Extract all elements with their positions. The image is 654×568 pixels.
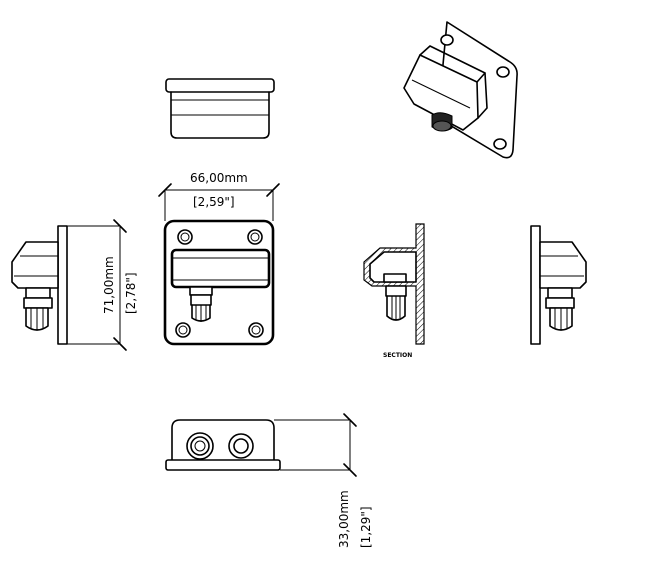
- section-label: SECTION: [383, 352, 412, 359]
- left-side-view: [11, 225, 68, 345]
- width-dimension: [158, 183, 280, 221]
- depth-mm-label: 33,00mm: [337, 490, 351, 548]
- height-dimension: [67, 219, 127, 351]
- section-view: [363, 223, 425, 345]
- depth-in-label: [1,29"]: [359, 506, 373, 548]
- top-view: [165, 78, 275, 139]
- width-in-label: [2,59"]: [193, 195, 235, 209]
- height-in-label: [2,78"]: [124, 272, 138, 314]
- depth-dimension: [274, 413, 357, 477]
- bottom-view: [165, 419, 281, 471]
- right-side-view: [530, 225, 587, 345]
- height-mm-label: 71,00mm: [102, 256, 116, 314]
- isometric-view: [403, 21, 518, 159]
- width-mm-label: 66,00mm: [190, 171, 248, 185]
- front-view: [163, 219, 275, 346]
